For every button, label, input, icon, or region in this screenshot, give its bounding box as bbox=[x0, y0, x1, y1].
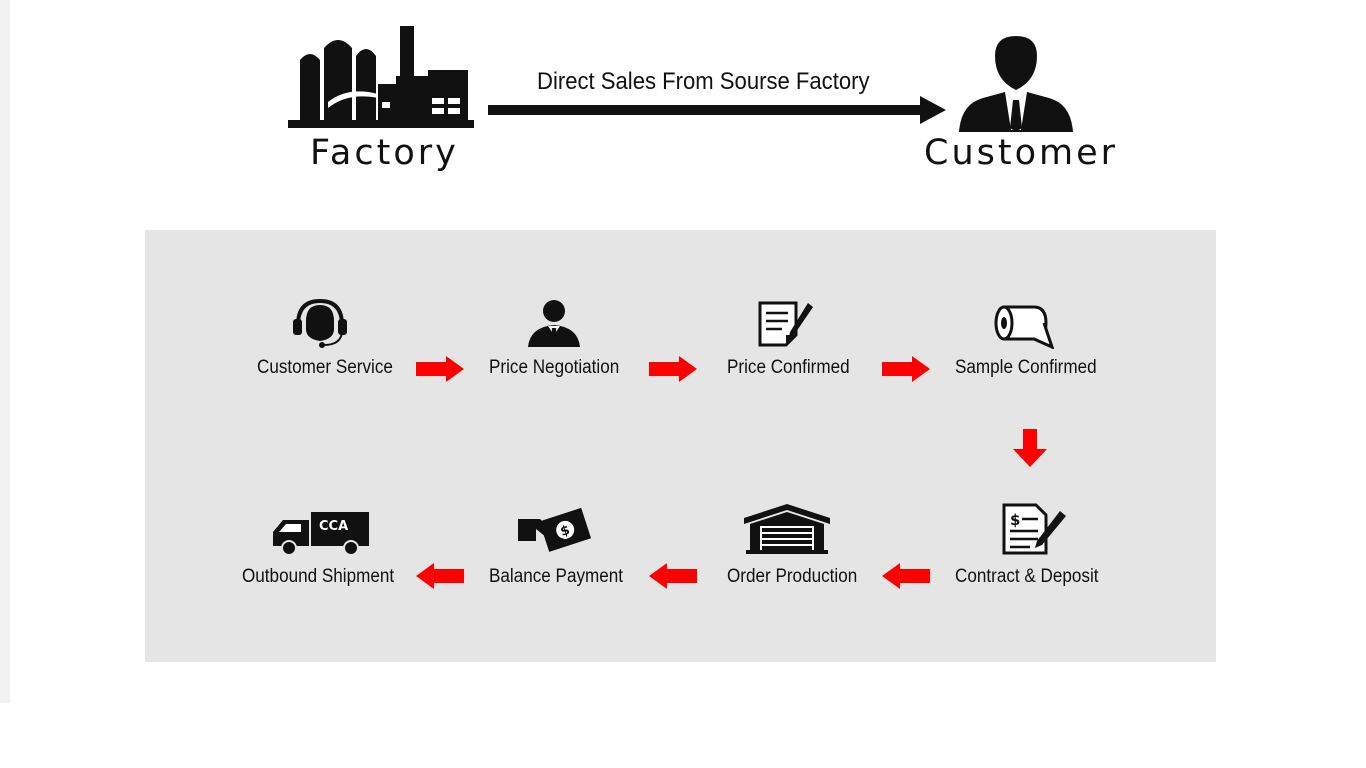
flow-arrow-right bbox=[416, 356, 464, 382]
headset-icon bbox=[293, 299, 347, 348]
flow-caption: Direct Sales From Sourse Factory bbox=[537, 68, 870, 95]
businessman-icon bbox=[959, 36, 1073, 132]
customer-label: Customer bbox=[924, 133, 1119, 173]
flow-arrow-right bbox=[882, 356, 930, 382]
flow-arrow-down bbox=[1013, 429, 1047, 467]
process-panel bbox=[145, 230, 1216, 662]
salesman-icon bbox=[528, 300, 580, 347]
direct-sales-arrow bbox=[488, 96, 946, 124]
left-edge-strip bbox=[0, 0, 10, 703]
step-outbound-shipment: Outbound Shipment bbox=[242, 566, 395, 587]
step-contract-deposit: Contract & Deposit bbox=[955, 566, 1099, 587]
truck-text: CCA bbox=[319, 519, 348, 534]
document-pen-icon bbox=[758, 301, 813, 347]
step-price-negotiation: Price Negotiation bbox=[489, 357, 620, 378]
paper-roll-icon bbox=[994, 305, 1054, 349]
svg-text:$: $ bbox=[559, 523, 572, 540]
flow-arrow-left bbox=[882, 563, 930, 589]
flow-arrow-right bbox=[649, 356, 697, 382]
factory-label: Factory bbox=[310, 133, 459, 173]
delivery-truck-icon: CCA bbox=[273, 512, 369, 556]
step-sample-confirmed: Sample Confirmed bbox=[955, 357, 1097, 378]
step-balance-payment: Balance Payment bbox=[489, 566, 624, 587]
factory-icon bbox=[288, 26, 474, 128]
payment-icon: $ bbox=[518, 507, 592, 552]
flow-arrow-left bbox=[416, 563, 464, 589]
svg-text:$: $ bbox=[1010, 511, 1020, 529]
flow-arrow-left bbox=[649, 563, 697, 589]
warehouse-icon bbox=[744, 504, 830, 554]
contract-icon: $ bbox=[1002, 503, 1066, 555]
step-order-production: Order Production bbox=[727, 566, 858, 587]
step-customer-service: Customer Service bbox=[257, 357, 393, 378]
step-price-confirmed: Price Confirmed bbox=[727, 357, 850, 378]
